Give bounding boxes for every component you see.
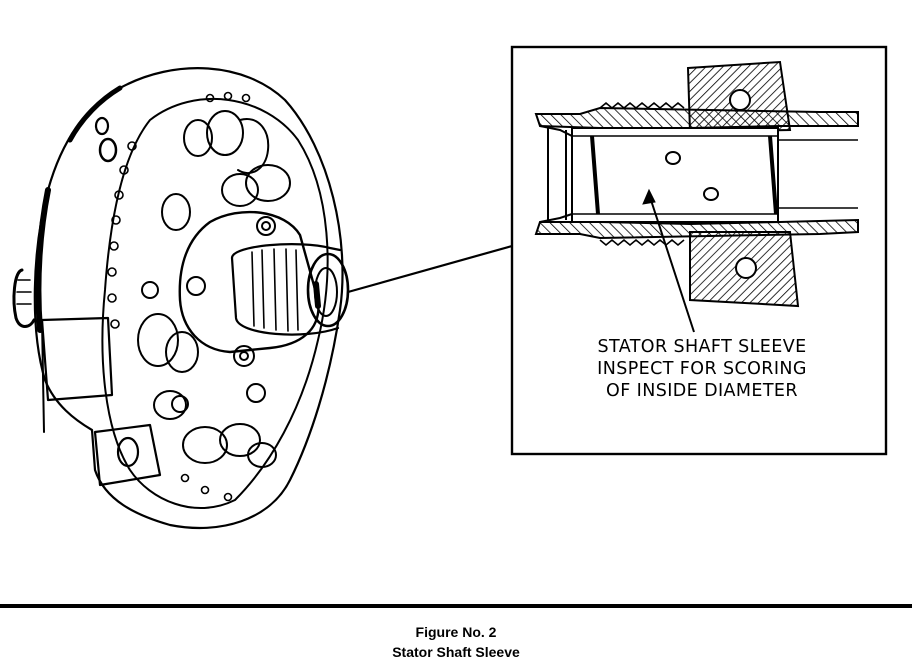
figure-number: Figure No. 2 — [415, 624, 497, 640]
callout-label-line3: OF INSIDE DIAMETER — [606, 381, 798, 401]
stator-shaft — [230, 243, 350, 336]
label-arrowhead — [642, 188, 656, 205]
oil-hole-2 — [703, 187, 719, 201]
pump-cover-face — [101, 98, 329, 509]
rim-hole-top — [98, 137, 118, 163]
oil-hole-1 — [665, 151, 681, 165]
rim-bolt-holes — [107, 91, 251, 502]
callout-label: STATOR SHAFT SLEEVE INSPECT FOR SCORING … — [546, 336, 858, 402]
side-knob — [12, 268, 36, 328]
center-flange — [178, 210, 320, 354]
callout-label-line2: INSPECT FOR SCORING — [597, 359, 807, 379]
face-bolt-holes — [141, 216, 276, 413]
bottom-boss — [93, 423, 162, 487]
tube-bottom-wall — [534, 218, 859, 240]
label-leader-line — [648, 193, 695, 333]
spline-bottom — [599, 238, 685, 247]
shaft-bore-end — [306, 252, 350, 328]
callout-label-line1: STATOR SHAFT SLEEVE — [597, 337, 807, 357]
spline-top — [599, 101, 685, 110]
left-boss — [40, 316, 114, 402]
caption-divider — [0, 604, 912, 608]
figure-title: Stator Shaft Sleeve — [392, 644, 520, 660]
pump-assembly-illustration — [12, 67, 350, 530]
detail-box — [510, 45, 888, 456]
sleeve-body — [571, 127, 779, 223]
detail-leader-line — [347, 244, 513, 294]
valve-bodies — [137, 110, 291, 468]
